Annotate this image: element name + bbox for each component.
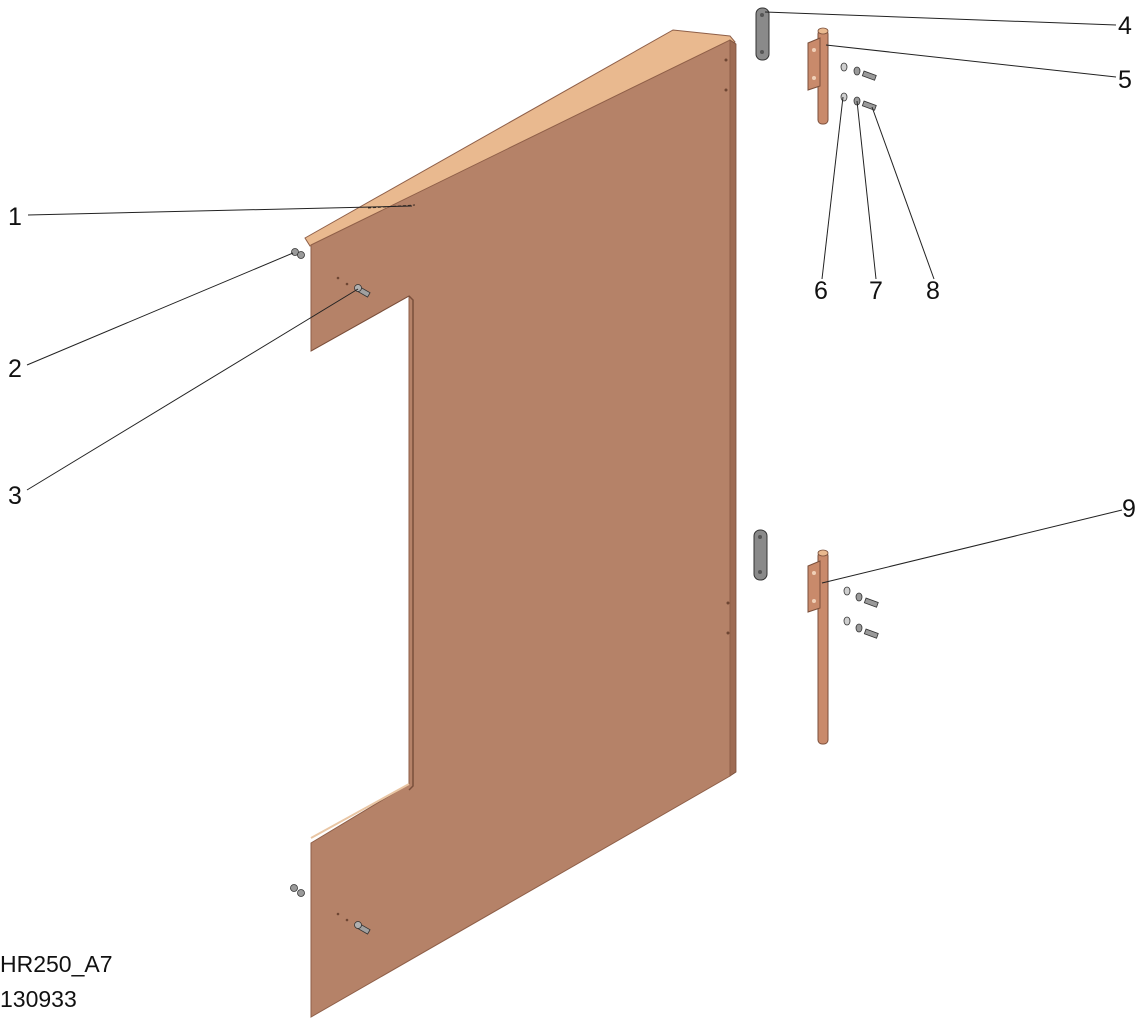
notch-edge — [408, 295, 414, 791]
callout-3: 3 — [8, 482, 22, 510]
upper-hinge-hardware — [840, 62, 877, 111]
panel-top-edge — [304, 29, 736, 247]
leader-7 — [856, 100, 877, 280]
nut-pair-upper — [291, 248, 305, 259]
callout-8: 8 — [926, 277, 940, 305]
leader-6 — [821, 96, 844, 280]
leader-5 — [825, 44, 1117, 78]
callout-9: 9 — [1122, 495, 1136, 523]
document-code: HR250_A7 — [0, 951, 113, 977]
callout-1: 1 — [8, 203, 22, 231]
callout-5: 5 — [1118, 66, 1132, 94]
callout-6: 6 — [814, 277, 828, 305]
upper-mount-plate — [755, 7, 770, 61]
panel-fasteners — [290, 248, 371, 935]
leader-3 — [26, 288, 359, 491]
drill-marks — [336, 58, 730, 922]
upper-hinge — [807, 27, 829, 125]
hidden-edge-line — [367, 204, 416, 209]
leader-8 — [871, 106, 935, 280]
callout-4: 4 — [1118, 12, 1132, 40]
nut-pair-lower — [290, 884, 305, 897]
leader-4 — [764, 11, 1117, 26]
leader-1 — [27, 205, 413, 216]
callout-2: 2 — [8, 355, 22, 383]
lower-hinge — [807, 549, 829, 745]
bolt-upper — [354, 284, 371, 298]
door-panel — [304, 29, 737, 1018]
lower-hinge-hardware — [843, 586, 879, 639]
callout-labels: 1 2 3 4 5 6 7 8 9 — [8, 12, 1136, 523]
leader-2 — [26, 252, 294, 366]
notch-top-edge — [310, 295, 410, 352]
lower-mount-plate — [753, 529, 768, 581]
document-number: 130933 — [0, 986, 77, 1012]
leader-lines — [26, 11, 1123, 584]
notch-bottom-edge — [310, 783, 410, 839]
panel-face — [310, 39, 731, 1018]
callout-7: 7 — [869, 277, 883, 305]
bolt-lower — [354, 921, 371, 935]
leader-9 — [821, 509, 1123, 584]
panel-right-edge — [729, 39, 737, 777]
